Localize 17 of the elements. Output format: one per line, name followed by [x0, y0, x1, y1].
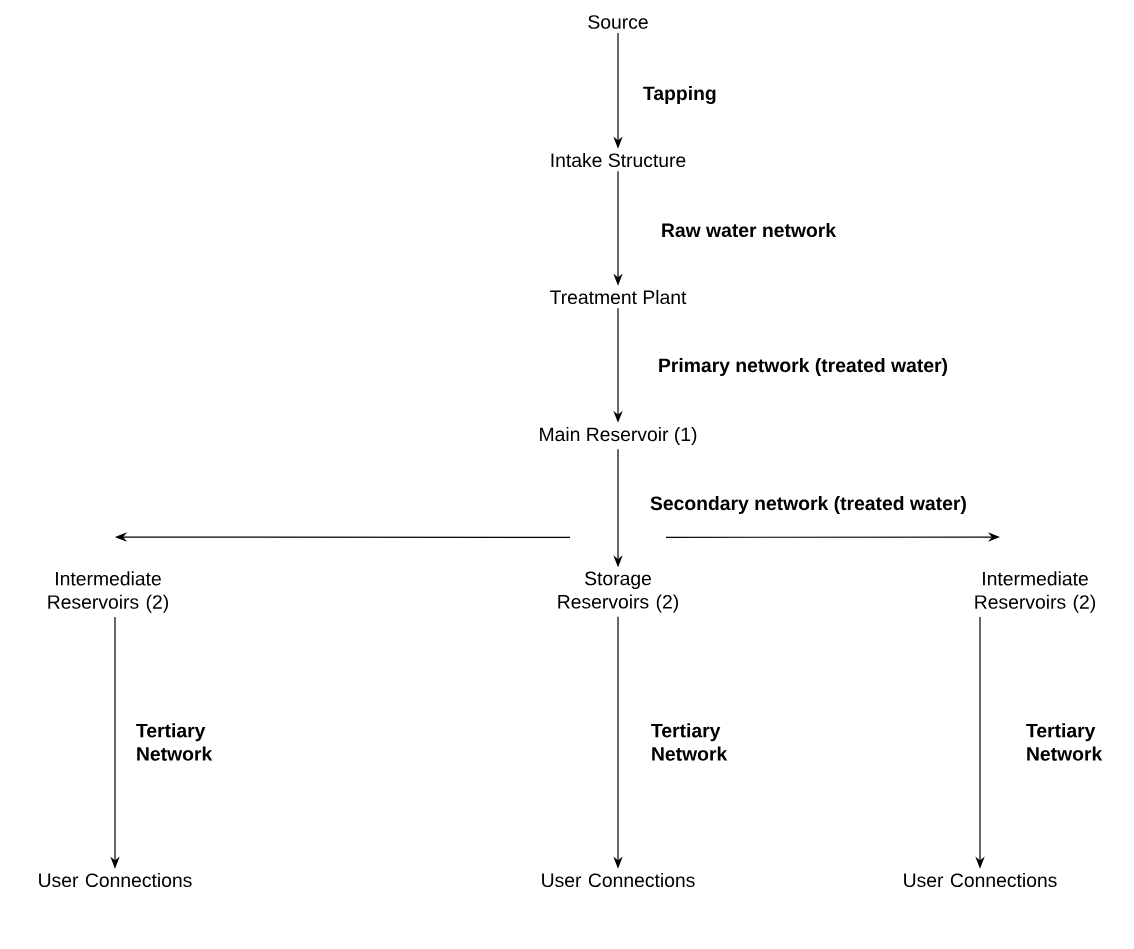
edge-label: Tertiary Network: [1026, 723, 1103, 761]
edge-label: Secondary network (treated water): [650, 496, 966, 514]
node-label: Intake Structure: [551, 152, 686, 168]
node-label: Intermediate Reservoirs (2): [975, 571, 1096, 613]
edge-label: Primary network (treated water): [659, 358, 948, 376]
node-label: Intermediate Reservoirs (2): [48, 571, 168, 613]
node-label: Source: [588, 15, 648, 29]
node-label: User Connections: [542, 872, 695, 888]
node-label: Storage Reservoirs (2): [558, 571, 679, 613]
edge-label: Tertiary Network: [136, 723, 213, 761]
node-label: Treatment Plant: [550, 289, 687, 305]
node-label: User Connections: [904, 872, 1057, 888]
node-label: Main Reservoir (1): [540, 427, 697, 445]
node-label: User Connections: [39, 872, 192, 888]
edge-label: Tapping: [643, 85, 716, 105]
edge-label: Raw water network: [662, 222, 837, 238]
edge-label: Tertiary Network: [651, 723, 728, 761]
